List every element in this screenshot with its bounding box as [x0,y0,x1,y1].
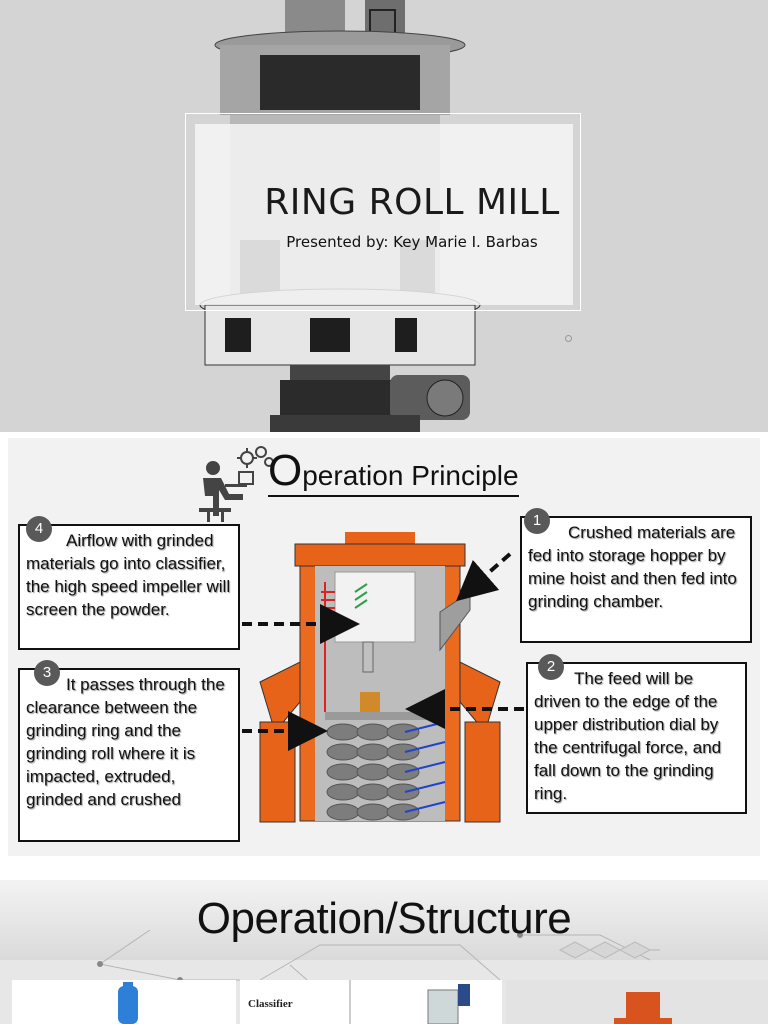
title-panel [195,124,573,305]
circuit-background [97,929,660,1001]
image-card-left [12,980,236,1024]
image-card-right [506,980,768,1024]
step-badge: 3 [34,660,60,686]
image-card-middle [240,980,502,1024]
operation-structure-slide: Operation/Structure Classifier [0,880,768,1024]
classifier-label: Classifier [248,998,293,1010]
presenter-subtitle: Presented by: Key Marie I. Barbas [286,233,538,251]
title-frame [185,113,581,311]
step-3-box: 3 It passes through the clearance betwee… [18,660,240,842]
operation-principle-heading: Operation Principle [268,449,519,497]
step-text: It passes through the clearance between … [26,675,225,809]
person-at-computer-icon [199,446,274,522]
heading-rest: peration Principle [302,460,519,491]
step-text: The feed will be driven to the edge of t… [534,669,722,803]
operation-structure-heading: Operation/Structure [196,894,572,943]
step-badge: 1 [524,508,550,534]
dot-marker [565,335,572,342]
orange-part-icon [614,992,672,1024]
slide-title: RING ROLL MILL [264,182,560,223]
step-1-box: 1 Crushed materials are fed into storage… [520,508,752,643]
heading-initial: O [268,446,303,495]
step-2-box: 2 The feed will be driven to the edge of… [526,654,747,814]
step-text: Crushed materials are fed into storage h… [528,523,737,611]
step-badge: 2 [538,654,564,680]
title-slide: RING ROLL MILL Presented by: Key Marie I… [0,0,768,432]
mill-cutaway-diagram [259,532,501,823]
step-text: Airflow with grinded materials go into c… [26,531,231,619]
step-4-box: 4 Airflow with grinded materials go into… [18,516,240,650]
blue-cylinder-icon [118,982,138,1024]
step-badge: 4 [26,516,52,542]
operation-principle-slide: Operation Principle [0,432,768,864]
classifier-diagram [349,980,470,1024]
